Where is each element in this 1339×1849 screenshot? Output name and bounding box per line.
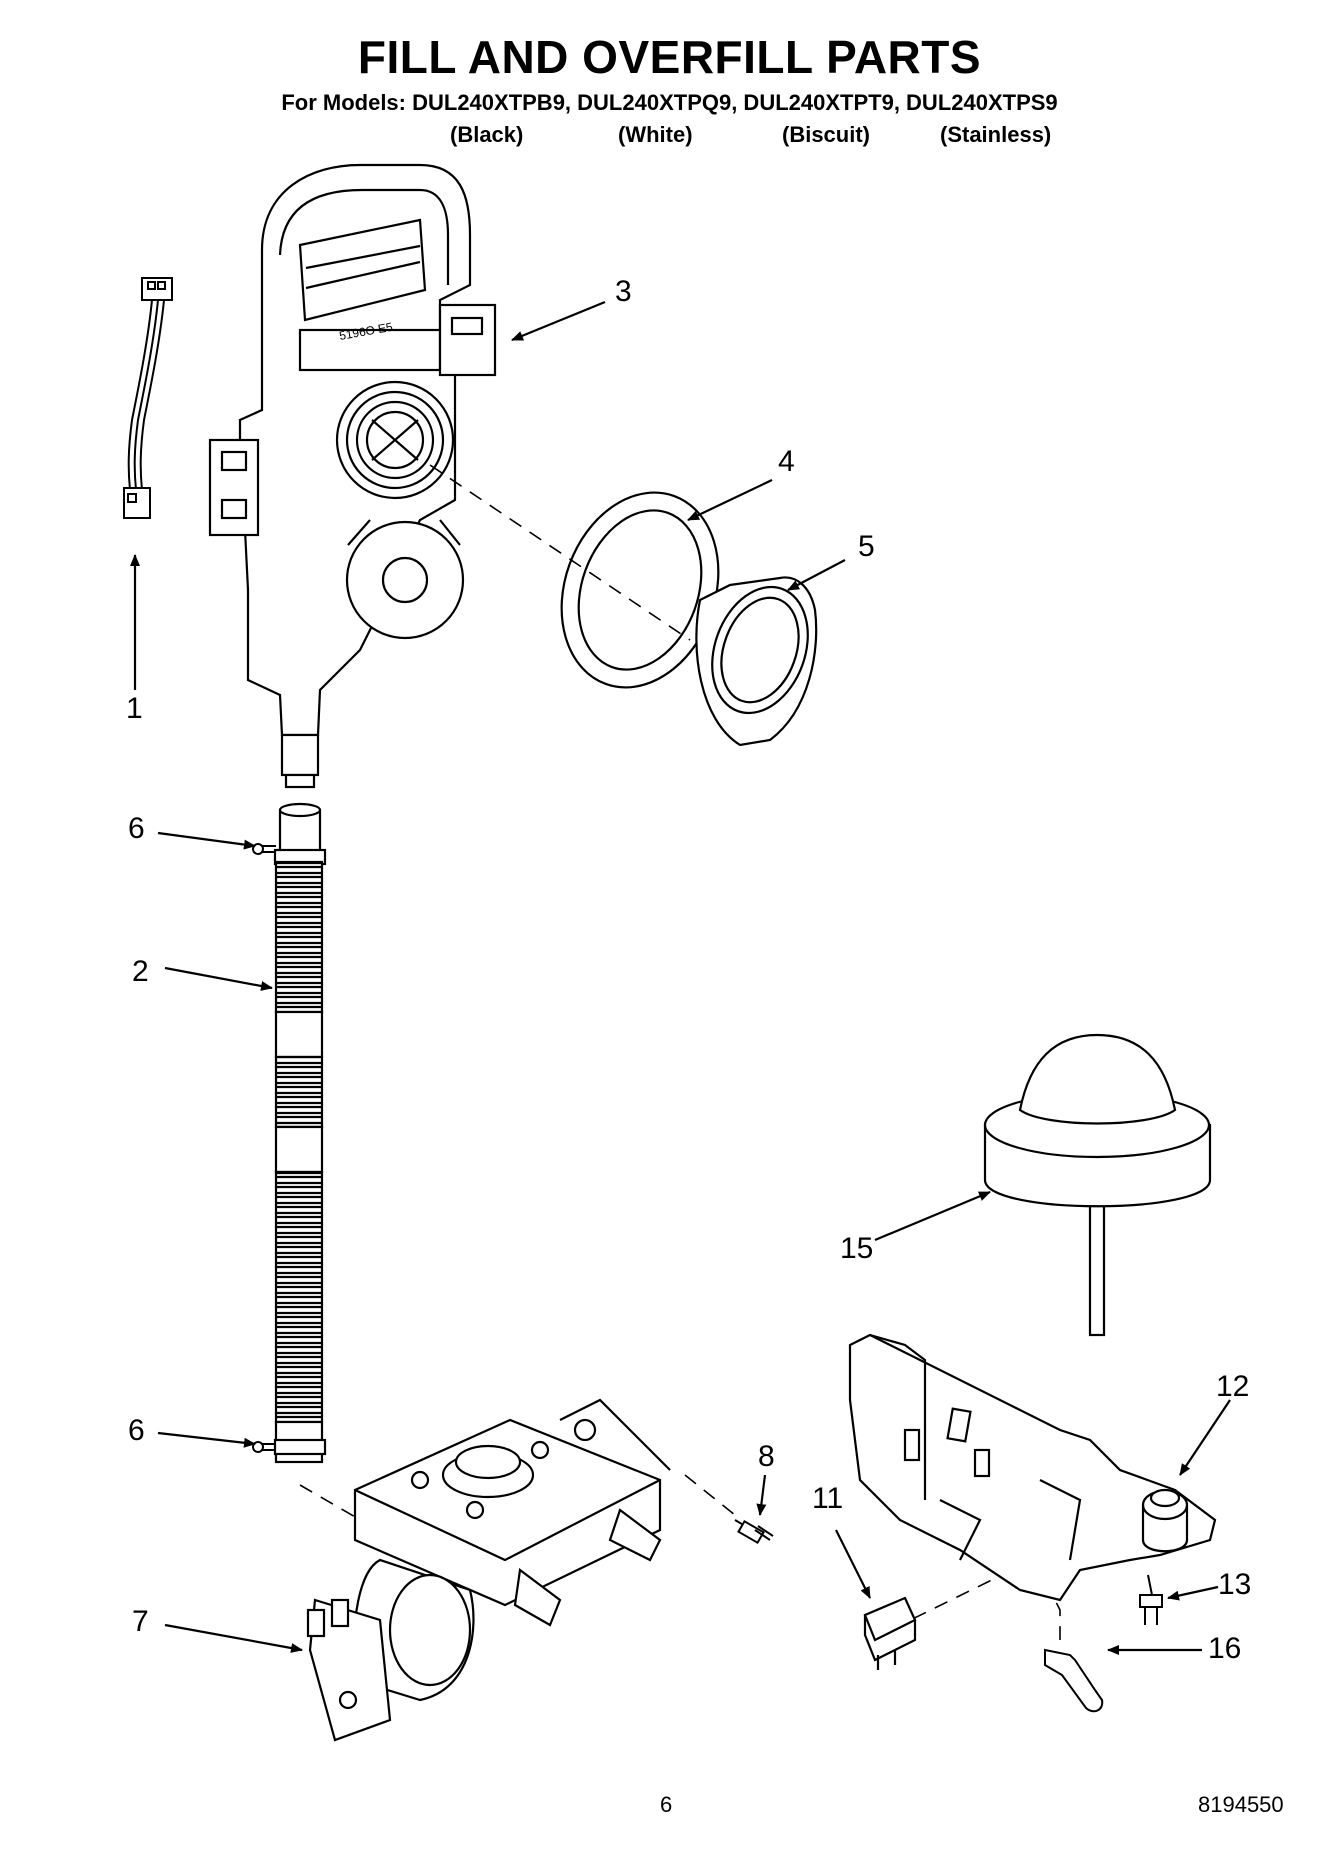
callout-6-bottom: 6 [128, 1414, 145, 1447]
leader-8 [756, 1474, 767, 1516]
callout-4: 4 [778, 445, 795, 478]
microswitch [863, 1596, 917, 1670]
document-number: 8194550 [1198, 1792, 1284, 1817]
callout-2: 2 [132, 955, 149, 988]
actuator-lever [1044, 1648, 1104, 1713]
callout-15: 15 [840, 1232, 874, 1265]
float [983, 1033, 1212, 1337]
leader-6-bottom [157, 1431, 256, 1448]
callout-16: 16 [1208, 1632, 1242, 1665]
leader-4 [687, 479, 773, 521]
fill-housing [208, 163, 497, 789]
hose-clamp-top [252, 843, 276, 855]
leader-3 [511, 300, 606, 342]
models-line: For Models: DUL240XTPB9, DUL240XTPQ9, DU… [281, 90, 1058, 115]
variant-biscuit: (Biscuit) [782, 122, 870, 147]
callout-5: 5 [858, 530, 875, 563]
callout-12: 12 [1216, 1370, 1250, 1403]
hose-clamp-bottom [252, 1441, 276, 1453]
fill-hose [273, 802, 327, 1464]
overfill-bracket [848, 1333, 1217, 1602]
callout-13: 13 [1218, 1568, 1252, 1601]
inlet-valve [306, 1398, 671, 1742]
leader-15 [874, 1190, 991, 1242]
callout-6-top: 6 [128, 812, 145, 845]
callout-leaders [130, 300, 1231, 1655]
leader-2 [164, 966, 273, 991]
callout-1: 1 [126, 692, 143, 725]
leader-11 [835, 1529, 871, 1599]
page-title: FILL AND OVERFILL PARTS [357, 31, 982, 83]
leader-7 [164, 1623, 303, 1653]
leader-12 [1179, 1399, 1231, 1476]
screw-13 [1139, 1574, 1163, 1625]
callout-7: 7 [132, 1605, 149, 1638]
vent-cap [695, 576, 818, 747]
wire-harness [123, 277, 173, 519]
leader-5 [787, 559, 846, 591]
variant-stainless: (Stainless) [940, 122, 1052, 147]
callout-3: 3 [615, 275, 632, 308]
callout-8: 8 [758, 1440, 775, 1473]
callout-11: 11 [812, 1482, 844, 1515]
variant-black: (Black) [450, 122, 524, 147]
leader-6-top [157, 831, 256, 850]
leader-13 [1167, 1585, 1219, 1601]
gasket [560, 491, 720, 689]
screw-8 [734, 1519, 774, 1545]
variant-white: (White) [618, 122, 693, 147]
page-number: 6 [660, 1792, 673, 1817]
